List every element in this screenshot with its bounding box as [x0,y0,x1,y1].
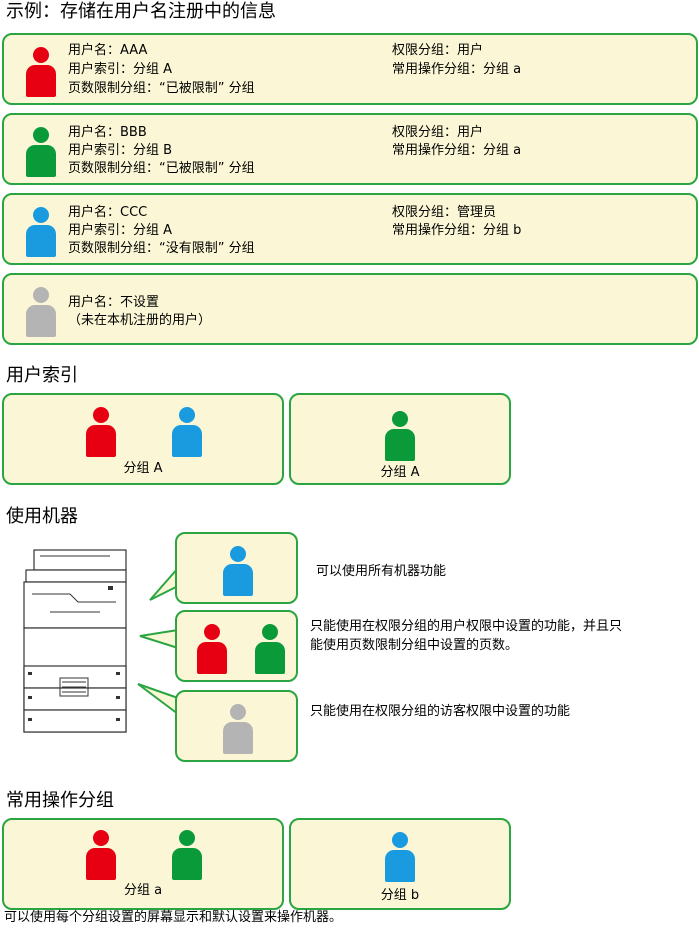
group-label: 分组 A [380,465,420,480]
favorite-groups-heading: 常用操作分组 [6,790,114,811]
user-index: 用户索引：分组 B [68,143,173,158]
user-name: 用户名：BBB [68,125,147,140]
user-name: 用户名：不设置 [68,295,160,310]
user-red-icon [26,47,56,97]
user-page-limit: 页数限制分组：“已被限制” 分组 [68,81,255,96]
index-group-box: 分组 A [2,393,284,485]
group-label: 分组 b [380,888,420,903]
machine-use-box [175,690,298,762]
user-red-icon [86,407,116,457]
machine-use-description: 只能使用在权限分组的访客权限中设置的功能 [310,704,571,719]
user-name: 用户名：AAA [68,43,148,58]
user-index: 用户索引：分组 A [68,223,173,238]
user-card-ccc: 用户名：CCC 用户索引：分组 A 页数限制分组：“没有限制” 分组 权限分组：… [2,193,698,265]
user-note: （未在本机注册的用户） [68,313,212,328]
user-green-icon [172,830,202,880]
user-page-limit: 页数限制分组：“已被限制” 分组 [68,161,255,176]
user-auth-group: 权限分组：用户 [392,125,484,140]
user-red-icon [86,830,116,880]
user-green-icon [26,127,56,177]
user-favorite-group: 常用操作分组：分组 a [392,62,522,77]
user-blue-icon [385,832,415,882]
machine-use-heading: 使用机器 [6,506,78,527]
user-blue-icon [26,207,56,257]
user-favorite-group: 常用操作分组：分组 a [392,143,522,158]
favorite-group-box: 分组 a [2,818,284,910]
user-gray-icon [223,704,253,754]
machine-use-description: 能使用页数限制分组中设置的页数。 [310,638,519,653]
user-red-icon [197,624,227,674]
machine-use-box [175,532,298,604]
index-group-box: 分组 A [289,393,511,485]
user-green-icon [385,411,415,461]
user-name: 用户名：CCC [68,205,148,220]
user-blue-icon [223,546,253,596]
user-gray-icon [26,287,56,337]
user-card-guest: 用户名：不设置 （未在本机注册的用户） [2,273,698,345]
favorite-groups-footer: 可以使用每个分组设置的屏幕显示和默认设置来操作机器。 [4,910,343,925]
user-index: 用户索引：分组 A [68,62,173,77]
favorite-group-box: 分组 b [289,818,511,910]
group-label: 分组 a [123,883,163,898]
user-auth-group: 权限分组：管理员 [392,205,497,220]
machine-use-box [175,610,298,682]
group-label: 分组 A [123,461,163,476]
user-page-limit: 页数限制分组：“没有限制” 分组 [68,241,255,256]
user-card-aaa: 用户名：AAA 用户索引：分组 A 页数限制分组：“已被限制” 分组 权限分组：… [2,33,698,105]
user-card-bbb: 用户名：BBB 用户索引：分组 B 页数限制分组：“已被限制” 分组 权限分组：… [2,113,698,185]
user-auth-group: 权限分组：用户 [392,43,484,58]
user-index-heading: 用户索引 [6,365,78,386]
speech-pointers [137,567,179,715]
machine-use-description: 可以使用所有机器功能 [316,564,447,579]
user-blue-icon [172,407,202,457]
user-favorite-group: 常用操作分组：分组 b [392,223,522,238]
example-heading: 示例：存储在用户名注册中的信息 [6,1,276,22]
machine-use-description: 只能使用在权限分组的用户权限中设置的功能，并且只 [310,619,623,634]
multifunction-printer-illustration [23,549,127,733]
user-green-icon [255,624,285,674]
